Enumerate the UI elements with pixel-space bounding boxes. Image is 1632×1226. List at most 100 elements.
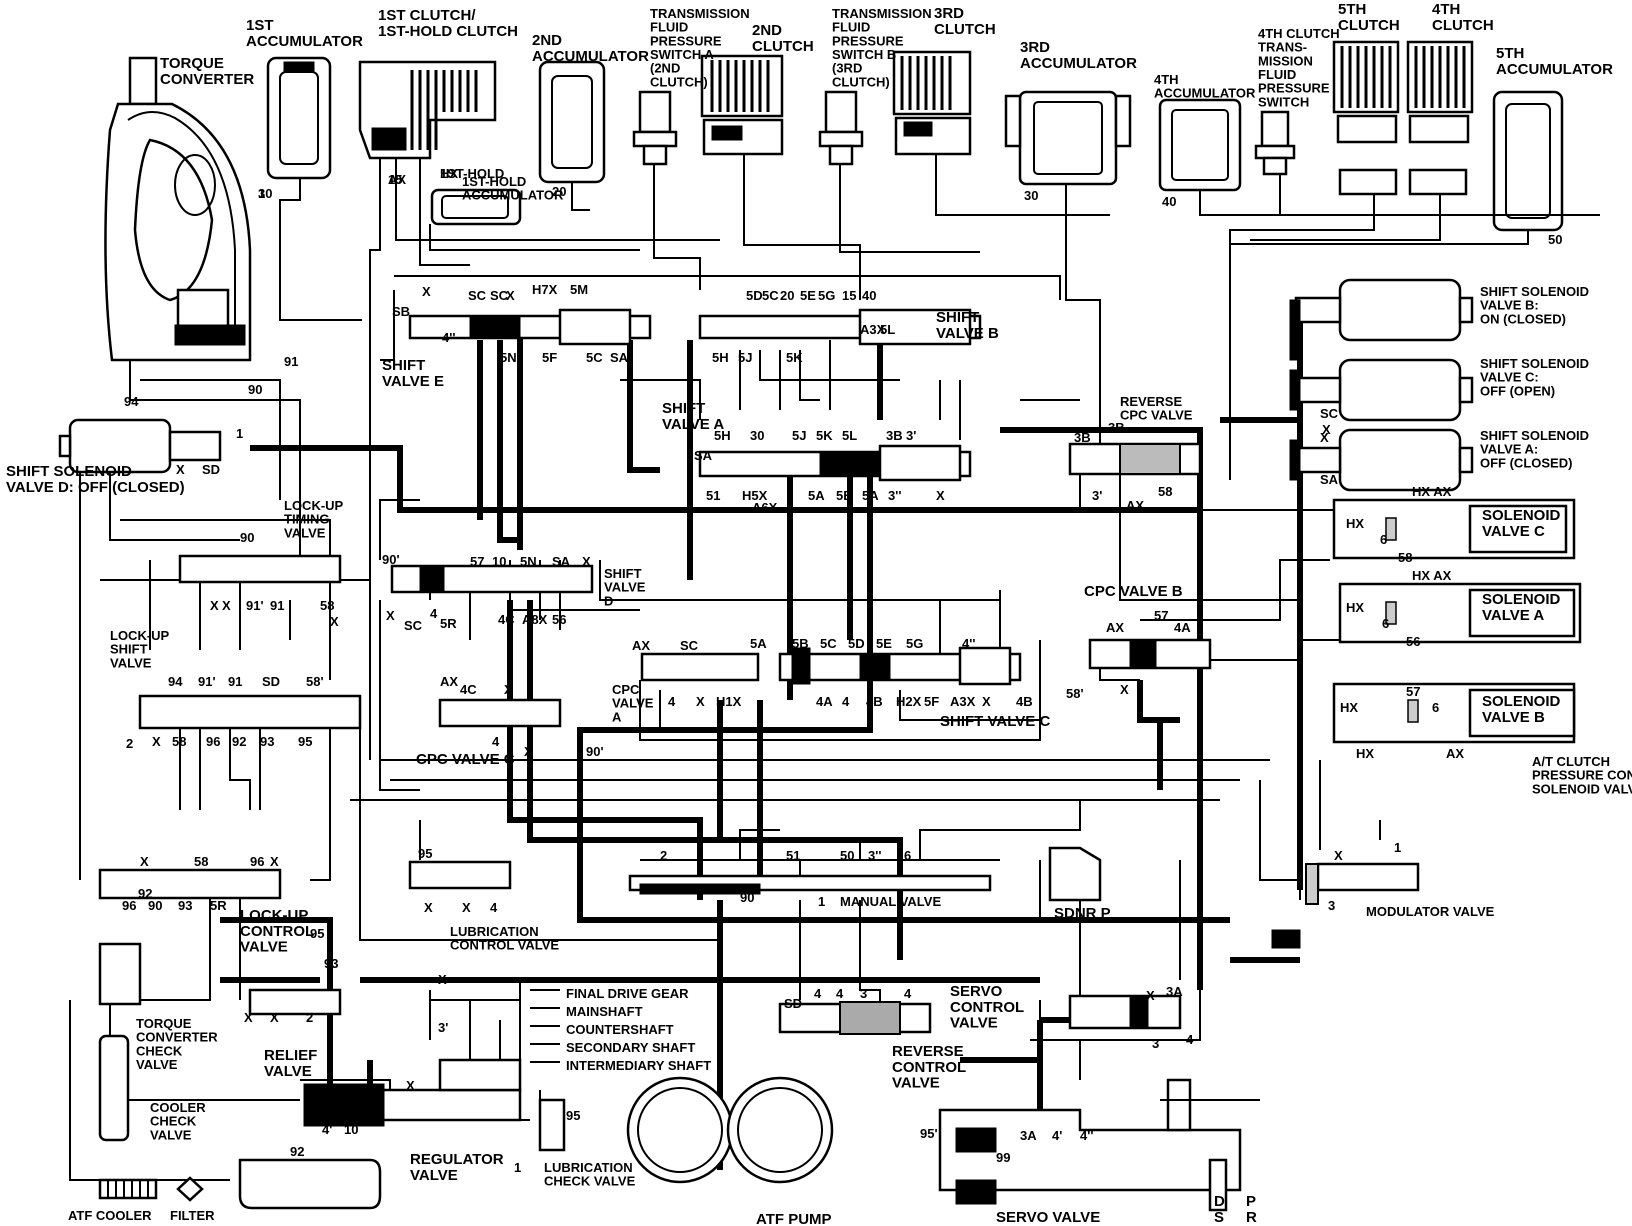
label-clutch-1st: 1ST CLUTCH/1ST-HOLD CLUTCH xyxy=(378,7,518,40)
port-label: 90 xyxy=(740,890,754,905)
port-label: 1ST-HOLD xyxy=(440,166,504,181)
sol-b-hx-bottom: HX xyxy=(1356,746,1374,761)
port-label: 95 xyxy=(310,926,324,941)
port-label: 10 xyxy=(492,554,506,569)
port-label: X xyxy=(696,694,705,709)
port-label: 4'' xyxy=(962,636,975,651)
port-label: 5R xyxy=(440,616,457,631)
port-label: 3' xyxy=(438,1020,448,1035)
port-label: 5C xyxy=(820,636,837,651)
port-label: 51 xyxy=(706,488,720,503)
port-label: 4C xyxy=(498,612,515,627)
port-label: 58' xyxy=(306,674,324,689)
port-label: X xyxy=(270,854,279,869)
cpc-valve-c-body xyxy=(438,698,562,728)
port-label: SA xyxy=(610,350,629,365)
port-label: 5N xyxy=(500,350,517,365)
port-label: 6 xyxy=(904,848,911,863)
port-label: 56 xyxy=(552,612,566,627)
port-label: 3 xyxy=(1152,1036,1159,1051)
sol-c-hxax: HX AX xyxy=(1412,484,1452,499)
port-label: 56 xyxy=(1406,634,1420,649)
port-label: 96 xyxy=(250,854,264,869)
port-label: 91' xyxy=(246,598,264,613)
port-label: 57 xyxy=(1154,608,1168,623)
sol-b-ax-bottom: AX xyxy=(1446,746,1464,761)
servo-valve-assembly xyxy=(938,1078,1260,1212)
port-label: A6X xyxy=(752,500,778,515)
port-label: 4A xyxy=(816,694,833,709)
port-label: 3' xyxy=(1092,488,1102,503)
port-label: 5M xyxy=(570,282,588,297)
port-label: 57 xyxy=(1406,684,1420,699)
pressure-switch-4th xyxy=(1254,110,1296,176)
port-label: SC xyxy=(1320,406,1339,421)
port-label: X xyxy=(244,1010,253,1025)
port-label: X xyxy=(462,900,471,915)
atf-cooler xyxy=(98,1178,158,1200)
port-label: SD xyxy=(784,996,802,1011)
port-label: 58 xyxy=(1158,484,1172,499)
port-label: X xyxy=(936,488,945,503)
port-label: X xyxy=(506,288,515,303)
port-label: SD xyxy=(202,462,220,477)
accumulator-1st-hold xyxy=(430,188,522,226)
port-label: 15 xyxy=(388,172,402,187)
port-label: 4C xyxy=(460,682,477,697)
clutch-3rd xyxy=(892,50,972,156)
port-label: 5R xyxy=(210,898,227,913)
clutch-1st xyxy=(358,60,497,160)
accumulator-5th xyxy=(1492,90,1564,232)
port-label: 1 xyxy=(1394,840,1401,855)
label-filter: FILTER xyxy=(170,1208,215,1223)
port-label: 4 xyxy=(492,734,500,749)
port-label: AX xyxy=(632,638,650,653)
port-label: 3 xyxy=(258,186,265,201)
port-label: 2 xyxy=(660,848,667,863)
label-modulator: MODULATOR VALVE xyxy=(1366,904,1495,919)
port-label: 10 xyxy=(258,186,272,201)
port-label: 95' xyxy=(920,1126,938,1141)
port-label: 4 xyxy=(1186,1032,1194,1047)
port-label: 3 xyxy=(860,986,867,1001)
port-label: X xyxy=(330,614,339,629)
port-label: SB xyxy=(392,304,410,319)
port-label: X xyxy=(438,972,447,987)
label-servo-valve: SERVO VALVE xyxy=(996,1209,1100,1226)
accumulator-1st xyxy=(266,56,332,180)
port-label: AX xyxy=(440,674,458,689)
shift-solenoid-stack xyxy=(1289,278,1474,492)
sol-c-hx: HX xyxy=(1346,516,1364,531)
port-label: HX xyxy=(440,166,458,181)
port-label: 3B xyxy=(1108,420,1125,435)
port-label: 94 xyxy=(124,394,139,409)
port-label: AX xyxy=(388,172,406,187)
port-label: X xyxy=(1320,430,1329,445)
label-cpc-b: CPC VALVE B xyxy=(1084,583,1183,600)
sump-strainer xyxy=(238,1158,382,1210)
port-label: A3X xyxy=(950,694,976,709)
port-label: AX xyxy=(1126,498,1144,513)
port-label: 5H xyxy=(714,428,731,443)
port-label: 4 xyxy=(814,986,822,1001)
relief-valve-body xyxy=(248,988,342,1016)
